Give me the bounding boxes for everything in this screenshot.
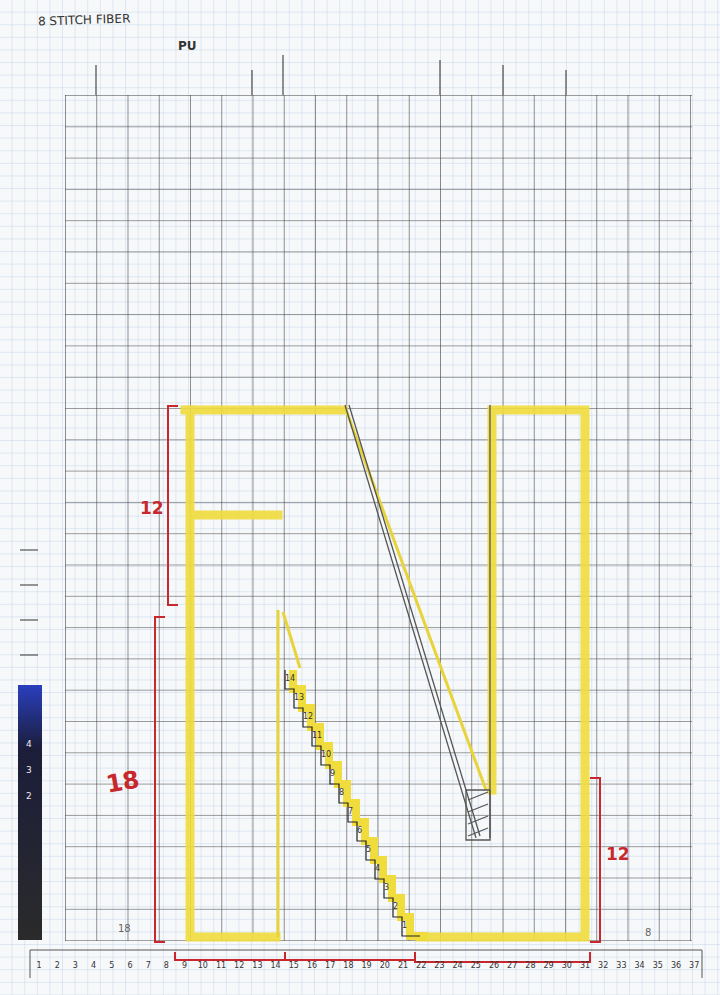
stitch-number: 9 xyxy=(182,962,187,970)
dimension-number: PU xyxy=(178,40,197,52)
stitch-number: 4 xyxy=(91,962,96,970)
stitch-number: 15 xyxy=(289,962,299,970)
stitch-number: 12 xyxy=(234,962,244,970)
stitch-number: 37 xyxy=(689,962,699,970)
dimension-bracket xyxy=(155,406,600,962)
yellow-outline xyxy=(185,410,585,937)
stitch-number: 2 xyxy=(55,962,60,970)
stitch-number: 6 xyxy=(357,827,362,835)
stitch-number: 27 xyxy=(507,962,517,970)
dimension-number: 8 xyxy=(645,928,651,938)
stitch-number: 4 xyxy=(375,865,380,873)
stitch-number: 13 xyxy=(252,962,262,970)
dimension-number: 18 xyxy=(104,767,141,796)
stitch-number: 6 xyxy=(127,962,132,970)
dimension-number: 12 xyxy=(140,500,164,517)
sheet-title: 8 STITCH FIBER xyxy=(38,12,131,27)
stitch-number: 32 xyxy=(598,962,608,970)
stitch-number: 12 xyxy=(303,713,313,721)
stitch-steps xyxy=(285,670,420,936)
stitch-number: 7 xyxy=(348,808,353,816)
stitch-number: 19 xyxy=(362,962,372,970)
stitch-number: 22 xyxy=(416,962,426,970)
stitch-number: 2 xyxy=(26,792,32,801)
grid-overrun xyxy=(96,55,566,95)
stitch-number: 14 xyxy=(271,962,281,970)
stitch-number: 29 xyxy=(544,962,554,970)
stitch-number: 21 xyxy=(398,962,408,970)
stitch-number: 11 xyxy=(312,732,322,740)
yellow-staircase xyxy=(293,670,428,936)
stitch-number: 3 xyxy=(73,962,78,970)
stitch-number: 1 xyxy=(402,922,407,930)
stitch-number: 18 xyxy=(343,962,353,970)
yellow-thin-line xyxy=(278,407,486,937)
stitch-number: 31 xyxy=(580,962,590,970)
stitch-number: 11 xyxy=(216,962,226,970)
stitch-number: 7 xyxy=(146,962,151,970)
stitch-number: 10 xyxy=(321,751,331,759)
color-strip xyxy=(18,685,42,940)
stitch-number: 26 xyxy=(489,962,499,970)
stitch-number: 5 xyxy=(366,846,371,854)
stitch-number: 17 xyxy=(325,962,335,970)
stitch-number: 8 xyxy=(339,789,344,797)
stitch-number: 3 xyxy=(26,766,32,775)
pencil-line xyxy=(345,405,490,840)
stitch-number: 20 xyxy=(380,962,390,970)
stitch-number: 10 xyxy=(198,962,208,970)
stitch-number: 5 xyxy=(109,962,114,970)
stitch-number: 4 xyxy=(26,740,32,749)
tick-mark xyxy=(20,550,38,655)
dimension-number: 18 xyxy=(118,924,131,934)
stitch-number: 34 xyxy=(635,962,645,970)
stitch-number: 13 xyxy=(294,694,304,702)
hand-grid xyxy=(65,95,692,941)
stitch-number: 33 xyxy=(616,962,626,970)
stitch-number: 9 xyxy=(330,770,335,778)
stitch-number: 28 xyxy=(525,962,535,970)
stitch-number: 24 xyxy=(453,962,463,970)
stitch-number: 25 xyxy=(471,962,481,970)
stitch-number: 8 xyxy=(164,962,169,970)
stitch-number: 36 xyxy=(671,962,681,970)
stitch-ruler xyxy=(30,950,702,978)
stitch-number: 14 xyxy=(285,675,295,683)
stitch-number: 1 xyxy=(36,962,41,970)
dimension-number: 12 xyxy=(606,846,630,863)
stitch-number: 2 xyxy=(393,903,398,911)
stitch-number: 3 xyxy=(384,884,389,892)
stitch-number: 35 xyxy=(653,962,663,970)
stitch-number: 30 xyxy=(562,962,572,970)
stitch-number: 23 xyxy=(434,962,444,970)
stitch-number: 16 xyxy=(307,962,317,970)
